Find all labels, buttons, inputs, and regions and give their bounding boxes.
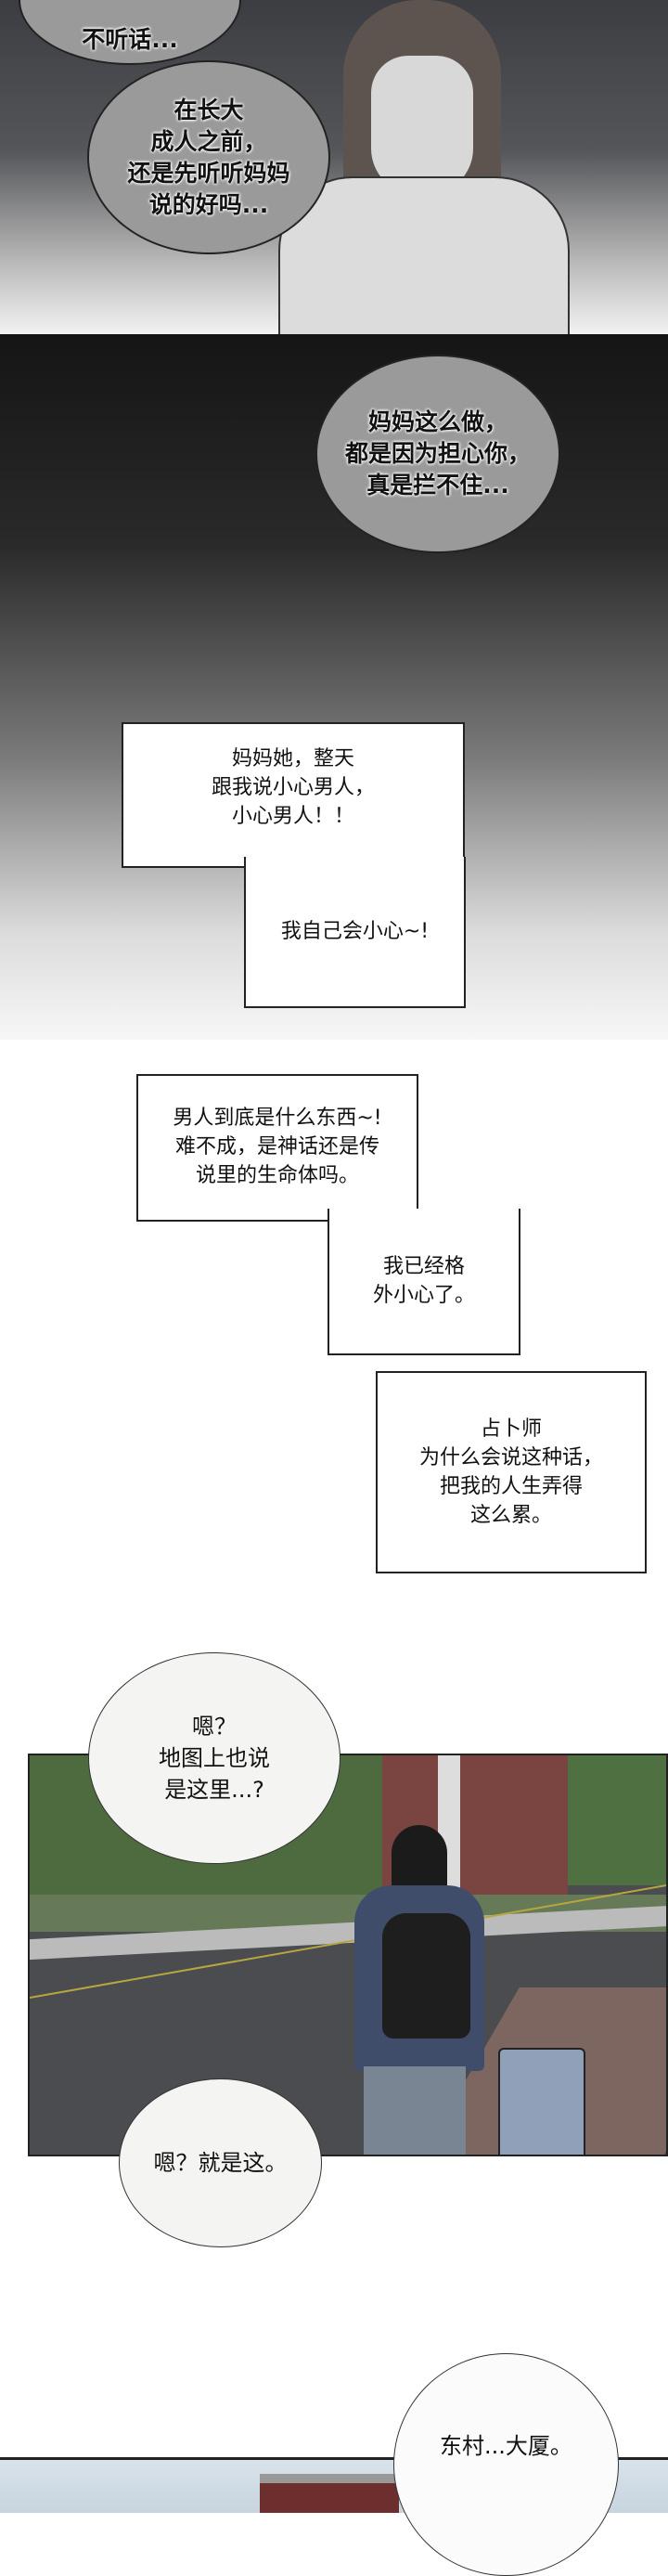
woman-figure [278, 0, 575, 334]
speech-bubble-building-name: 东村...大厦。 [393, 2353, 619, 2576]
bubble-text: 在长大 成人之前， 还是先听听妈妈 说的好吗... [127, 96, 290, 218]
person-with-backpack [345, 1825, 494, 2155]
narration-box-1: 妈妈她，整天 跟我说小心男人， 小心男人！！ [122, 722, 465, 868]
backpack [382, 1913, 470, 2039]
panel-woman-crying: 不听话... 在长大 成人之前， 还是先听听妈妈 说的好吗... [0, 0, 668, 334]
bubble-text: 嗯？ 地图上也说 是这里...? [159, 1714, 270, 1803]
narration-box-2: 我自己会小心~! [244, 857, 466, 1008]
speech-bubble-here: 嗯？就是这。 [119, 2078, 322, 2247]
speech-bubble-top: 不听话... [19, 0, 241, 65]
trees-right [568, 1755, 666, 1885]
narration-text: 我已经格 外小心了。 [372, 1255, 475, 1307]
narration-text: 男人到底是什么东西~! 难不成，是神话还是传 说里的生命体吗。 [173, 1107, 382, 1187]
narration-text: 妈妈她，整天 跟我说小心男人， 小心男人！！ [211, 747, 375, 828]
speech-bubble-worry: 妈妈这么做， 都是因为担心你， 真是拦不住... [315, 355, 560, 553]
narration-box-5: 占卜师 为什么会说这种话， 把我的人生弄得 这么累。 [376, 1371, 647, 1573]
bubble-text: 妈妈这么做， 都是因为担心你， 真是拦不住... [344, 408, 531, 498]
narration-text: 占卜师 为什么会说这种话， 把我的人生弄得 这么累。 [418, 1417, 603, 1527]
speech-bubble-map: 嗯？ 地图上也说 是这里...? [88, 1652, 340, 1864]
narration-box-3: 男人到底是什么东西~! 难不成，是神话还是传 说里的生命体吗。 [136, 1074, 418, 1222]
suitcase [498, 2048, 585, 2155]
narration-text: 我自己会小心~! [280, 920, 430, 943]
bubble-text: 嗯？就是这。 [153, 2150, 288, 2176]
speech-bubble-main: 在长大 成人之前， 还是先听听妈妈 说的好吗... [87, 60, 330, 254]
bubble-text: 不听话... [82, 26, 178, 53]
narration-box-4: 我已经格 外小心了。 [328, 1209, 520, 1355]
building-roof [260, 2474, 399, 2513]
bubble-text: 东村...大厦。 [440, 2433, 572, 2459]
